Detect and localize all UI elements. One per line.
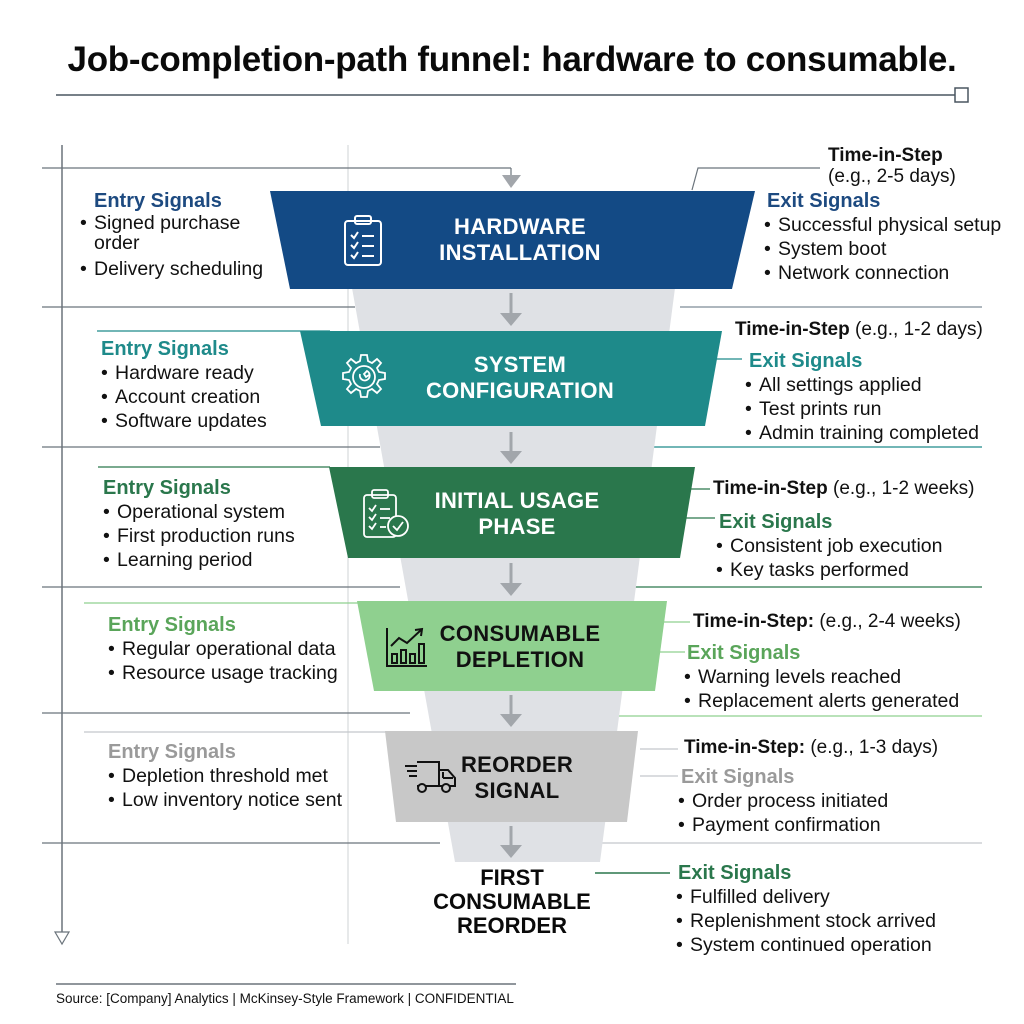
time-in-step-reorder: Time-in-Step: (e.g., 1-3 days): [684, 737, 939, 758]
entry-signal-item: Software updates: [101, 409, 311, 433]
exit-signals-hardware: Exit Signals Successful physical setup S…: [764, 189, 1014, 285]
exit-signals-header: Exit Signals: [749, 350, 863, 372]
stage-consumable-depletion-label: CONSUMABLE DEPLETION: [439, 621, 601, 672]
entry-signal-item: Hardware ready: [101, 361, 311, 385]
stage-system-configuration-label: SYSTEM CONFIGURATION: [425, 352, 615, 403]
exit-signals-reorder: Exit Signals Order process initiated Pay…: [678, 765, 978, 837]
gear-wrench-icon: [342, 354, 386, 398]
exit-signal-item: Successful physical setup: [764, 213, 1014, 237]
exit-signals-header: Exit Signals: [681, 766, 795, 788]
stage-initial-usage-label: INITIAL USAGE PHASE: [434, 488, 600, 539]
entry-signal-item: Learning period: [103, 548, 333, 572]
stage-first-consumable-reorder-label: FIRST CONSUMABLE REORDER: [433, 865, 591, 938]
entry-signals-header: Entry Signals: [94, 190, 222, 212]
entry-signals-header: Entry Signals: [101, 338, 229, 360]
entry-signals-consumable: Entry Signals Regular operational data R…: [108, 613, 348, 685]
exit-signal-item: Replenishment stock arrived: [676, 909, 976, 933]
delivery-truck-icon: [405, 761, 456, 793]
exit-signal-item: All settings applied: [745, 373, 995, 397]
time-in-step-initial: Time-in-Step (e.g., 1-2 weeks): [713, 478, 975, 499]
time-in-step-consumable: Time-in-Step: (e.g., 2-4 weeks): [693, 611, 961, 632]
exit-signal-item: Consistent job execution: [716, 534, 976, 558]
entry-signal-item: Depletion threshold met: [108, 764, 348, 788]
entry-signals-header: Entry Signals: [103, 477, 231, 499]
exit-signals-header: Exit Signals: [678, 862, 792, 884]
entry-signal-item: Delivery scheduling: [80, 257, 280, 281]
stage-reorder-signal-label: REORDER SIGNAL: [460, 752, 574, 803]
exit-signal-item: Order process initiated: [678, 789, 978, 813]
time-in-step-system: Time-in-Step (e.g., 1-2 days): [735, 319, 983, 340]
entry-signal-item: First production runs: [103, 524, 333, 548]
exit-signal-item: Key tasks performed: [716, 558, 976, 582]
entry-signal-item: Signed purchase order: [80, 213, 280, 253]
entry-signals-hardware: Entry Signals Signed purchase order Deli…: [80, 189, 280, 281]
exit-signals-final: Exit Signals Fulfilled delivery Replenis…: [676, 861, 976, 957]
bar-chart-trend-icon: [386, 627, 427, 667]
exit-signal-item: Warning levels reached: [684, 665, 984, 689]
entry-signals-system: Entry Signals Hardware ready Account cre…: [101, 337, 311, 433]
entry-signals-reorder: Entry Signals Depletion threshold met Lo…: [108, 740, 348, 812]
exit-signal-item: Fulfilled delivery: [676, 885, 976, 909]
exit-signal-item: System boot: [764, 237, 1014, 261]
stage-hardware-installation-label: HARDWARE INSTALLATION: [439, 214, 601, 265]
exit-signal-item: Network connection: [764, 261, 1014, 285]
exit-signals-header: Exit Signals: [767, 190, 881, 212]
entry-signals-header: Entry Signals: [108, 614, 236, 636]
clipboard-check-icon: [363, 489, 409, 538]
entry-signals-initial: Entry Signals Operational system First p…: [103, 476, 333, 572]
exit-signals-header: Exit Signals: [719, 511, 833, 533]
entry-signal-item: Regular operational data: [108, 637, 348, 661]
entry-signal-item: Operational system: [103, 500, 333, 524]
exit-signal-item: System continued operation: [676, 933, 976, 957]
entry-signal-item: Account creation: [101, 385, 311, 409]
exit-signal-item: Admin training completed: [745, 421, 995, 445]
exit-signal-item: Payment confirmation: [678, 813, 978, 837]
clipboard-checklist-icon: [344, 215, 382, 266]
exit-signals-initial: Exit Signals Consistent job execution Ke…: [716, 510, 976, 582]
exit-signals-consumable: Exit Signals Warning levels reached Repl…: [684, 641, 984, 713]
page-title: Job-completion-path funnel: hardware to …: [67, 40, 957, 79]
entry-signal-item: Resource usage tracking: [108, 661, 348, 685]
exit-signal-item: Test prints run: [745, 397, 995, 421]
entry-signals-header: Entry Signals: [108, 741, 236, 763]
source-footnote: Source: [Company] Analytics | McKinsey-S…: [56, 991, 514, 1006]
exit-signal-item: Replacement alerts generated: [684, 689, 984, 713]
entry-signal-item: Low inventory notice sent: [108, 788, 348, 812]
exit-signals-system: Exit Signals All settings applied Test p…: [745, 349, 995, 445]
time-in-step-hardware: Time-in-Step (e.g., 2-5 days): [828, 145, 956, 187]
exit-signals-header: Exit Signals: [687, 642, 801, 664]
